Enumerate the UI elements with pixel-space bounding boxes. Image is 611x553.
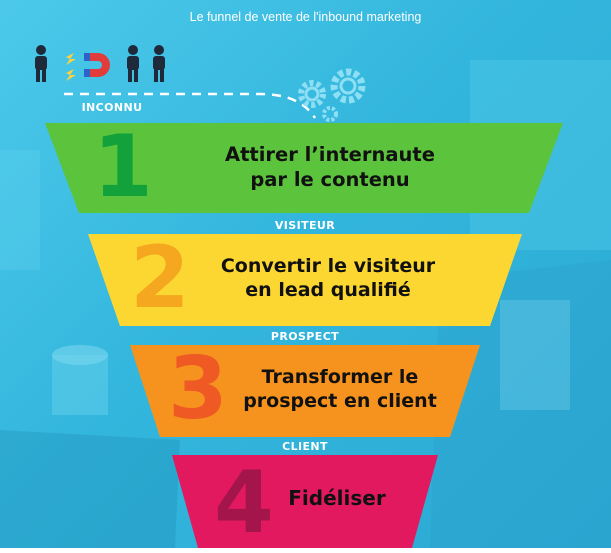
funnel-step-3: 3 Transformer le prospect en client xyxy=(130,339,480,439)
step-number-4: 4 xyxy=(214,453,274,553)
stage-label-client: CLIENT xyxy=(282,440,328,453)
gear-icon xyxy=(298,80,326,108)
bg-desk-right xyxy=(430,260,611,548)
step-text-4: Fidéliser xyxy=(272,486,402,512)
dashed-path xyxy=(64,92,317,119)
step-text-3: Transformer le prospect en client xyxy=(230,365,450,414)
stage-label-prospect: PROSPECT xyxy=(270,330,340,343)
bg-laptop-screen xyxy=(0,150,40,270)
funnel-step-1: 1 Attirer l’internaute par le contenu xyxy=(45,117,563,217)
gears-group xyxy=(298,68,366,122)
step-text-3-line2: prospect en client xyxy=(243,390,437,413)
bg-paper xyxy=(500,300,570,410)
funnel-step-3-polygon xyxy=(130,345,480,437)
lightning-icon xyxy=(66,53,76,81)
funnel-step-1-polygon xyxy=(45,123,563,213)
funnel-step-4-polygon xyxy=(172,455,438,548)
step-text-2-line1: Convertir le visiteur xyxy=(220,255,436,277)
step-text-2: Convertir le visiteur en lead qualifié xyxy=(198,254,458,303)
funnel-step-3-shape xyxy=(130,345,480,437)
step-number-2: 2 xyxy=(130,228,190,328)
step-text-1-line1: Attirer l’internaute xyxy=(225,143,435,166)
person-icon xyxy=(127,45,139,82)
people-group xyxy=(35,45,165,82)
magnet-icon xyxy=(84,53,110,77)
bg-cup-body xyxy=(52,355,108,415)
step-number-3: 3 xyxy=(168,339,228,439)
funnel-step-4: 4 Fidéliser xyxy=(172,453,438,553)
funnel-step-4-shape xyxy=(172,455,438,548)
gear-icon xyxy=(322,106,338,122)
person-icon xyxy=(35,45,47,82)
page-title: Le funnel de vente de l'inbound marketin… xyxy=(189,10,422,24)
step-text-1: Attirer l’internaute par le contenu xyxy=(185,143,475,193)
bg-cup xyxy=(52,345,108,365)
step-text-4-line1: Fidéliser xyxy=(288,486,386,510)
bg-keyboard xyxy=(0,430,180,548)
step-text-2-line2: en lead qualifié xyxy=(245,279,411,302)
funnel-step-2: 2 Convertir le visiteur en lead qualifié xyxy=(88,228,522,328)
person-icon xyxy=(153,45,165,82)
stage-label-visiteur: VISITEUR xyxy=(274,219,336,232)
step-number-1: 1 xyxy=(93,117,153,217)
funnel-step-2-shape xyxy=(88,234,522,326)
step-text-1-line2: par le contenu xyxy=(250,167,410,191)
step-text-3-line1: Transformer le xyxy=(261,366,419,388)
stage-label-inconnu: INCONNU xyxy=(81,101,143,114)
gear-icon xyxy=(330,68,366,104)
funnel-step-1-shape xyxy=(45,123,563,213)
funnel-step-2-polygon xyxy=(88,234,522,326)
